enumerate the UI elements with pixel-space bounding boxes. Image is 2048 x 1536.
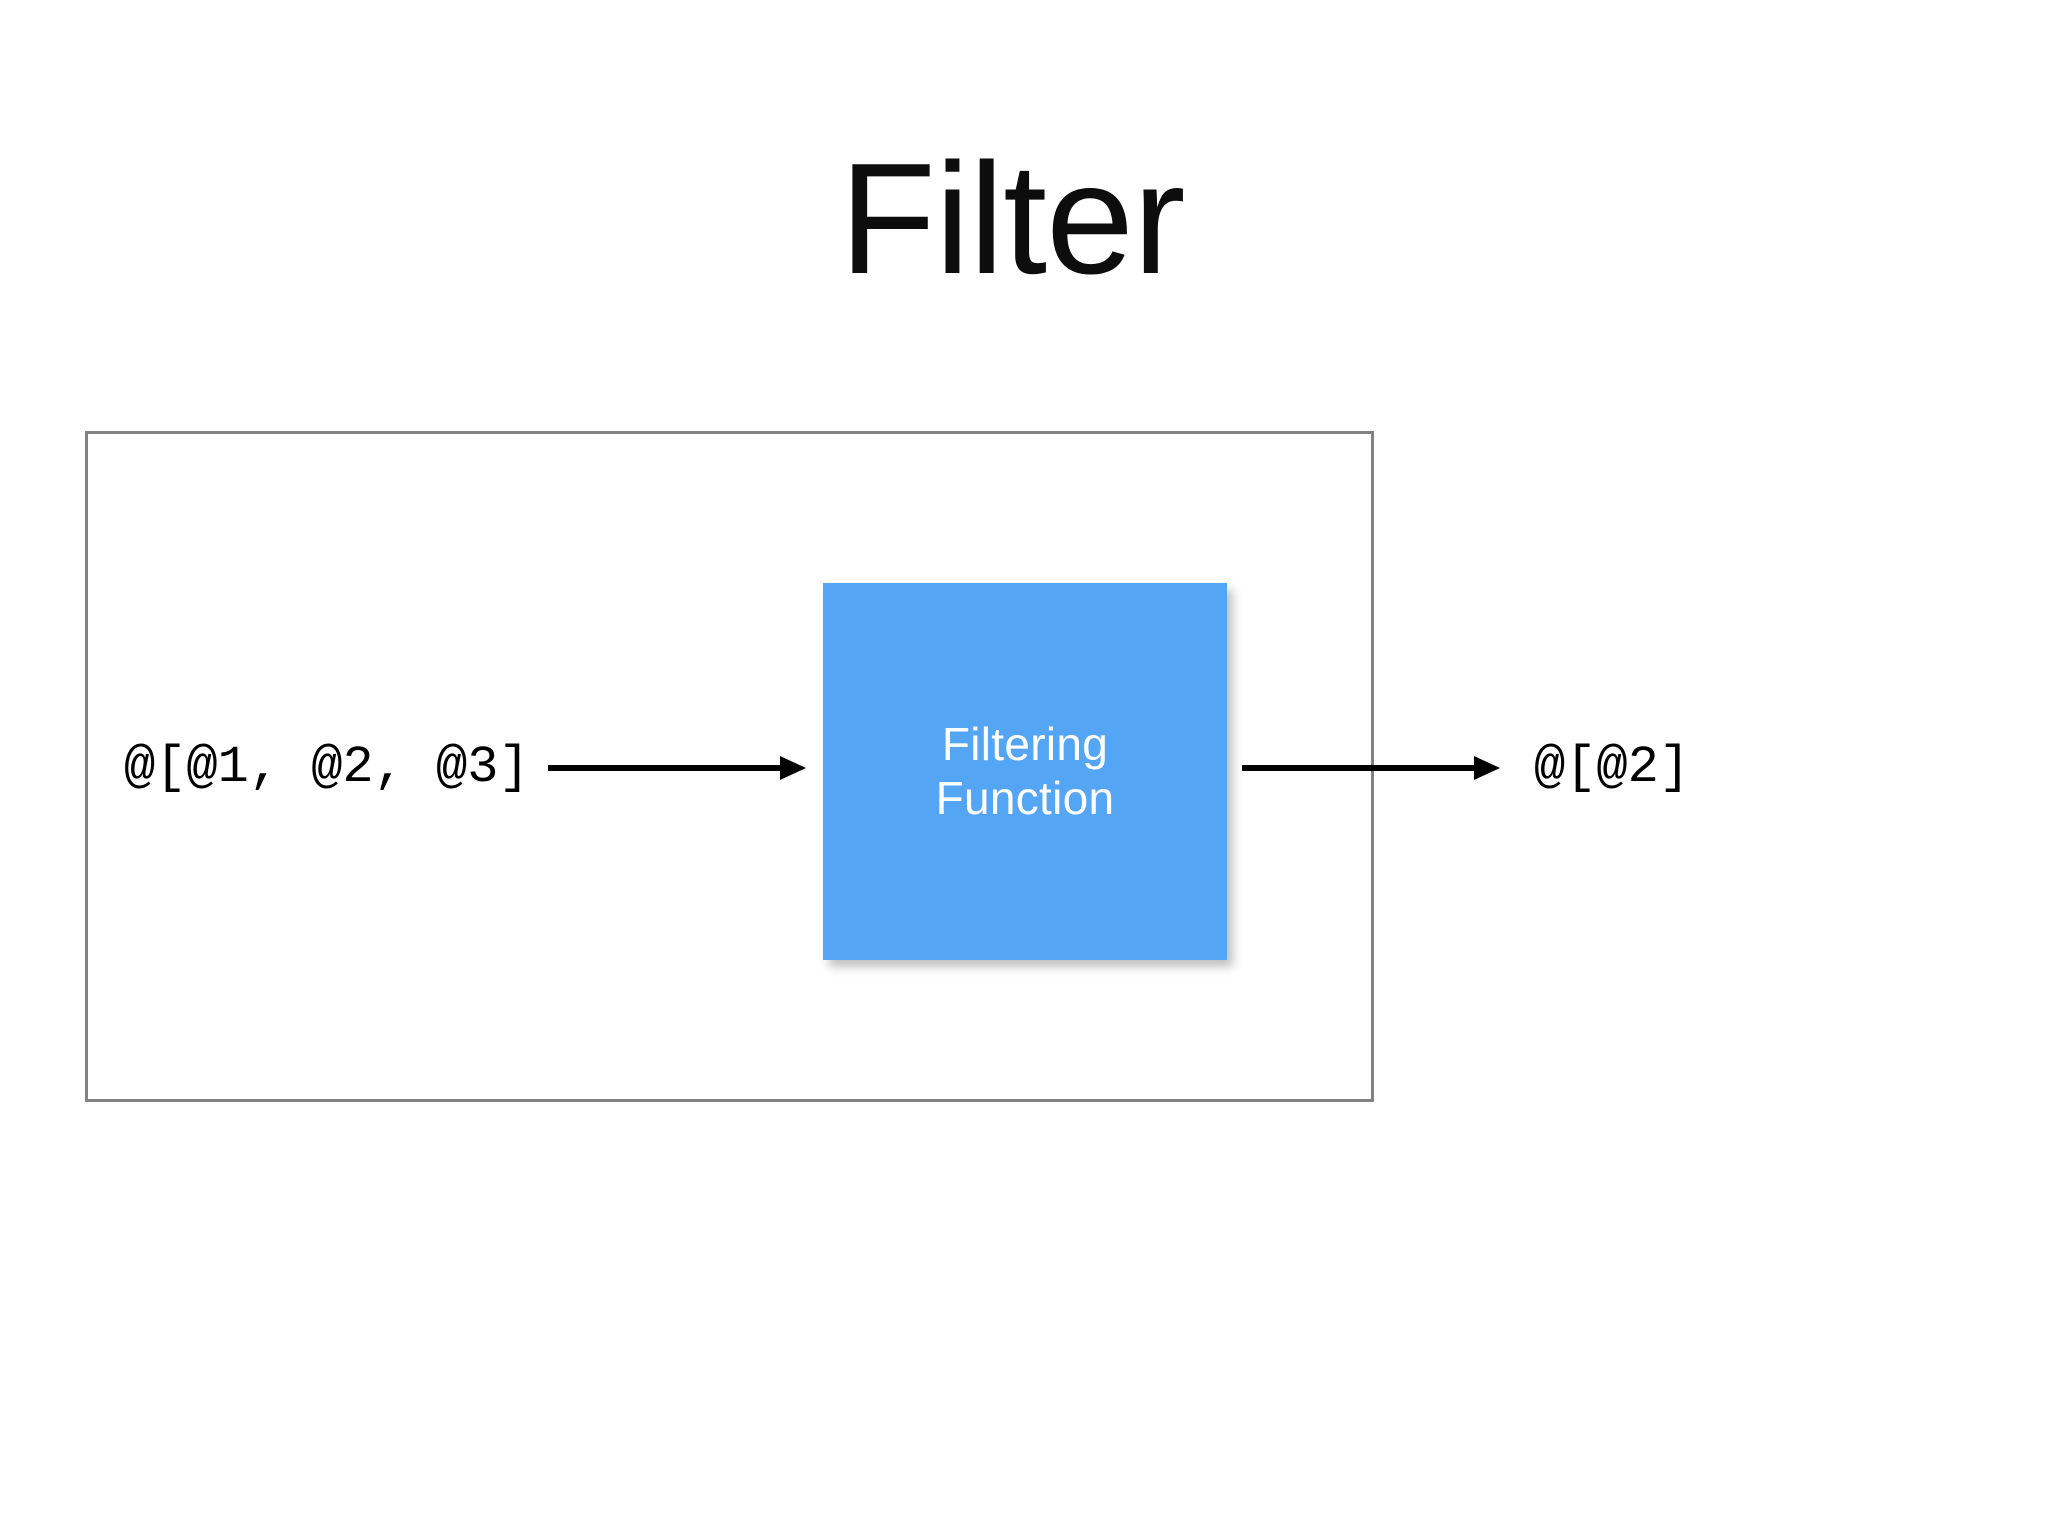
output-arrow-icon bbox=[1242, 748, 1500, 788]
filtering-function-label-line2: Function bbox=[935, 771, 1115, 824]
page-title: Filter bbox=[839, 131, 1185, 307]
filtering-function-box[interactable]: Filtering Function bbox=[823, 583, 1227, 960]
filtering-function-label-line1: Filtering bbox=[941, 718, 1109, 771]
input-arrow-icon bbox=[548, 748, 806, 788]
output-collection-label: @[@2] bbox=[1534, 738, 1691, 797]
input-collection-label: @[@1, @2, @3] bbox=[124, 738, 530, 797]
